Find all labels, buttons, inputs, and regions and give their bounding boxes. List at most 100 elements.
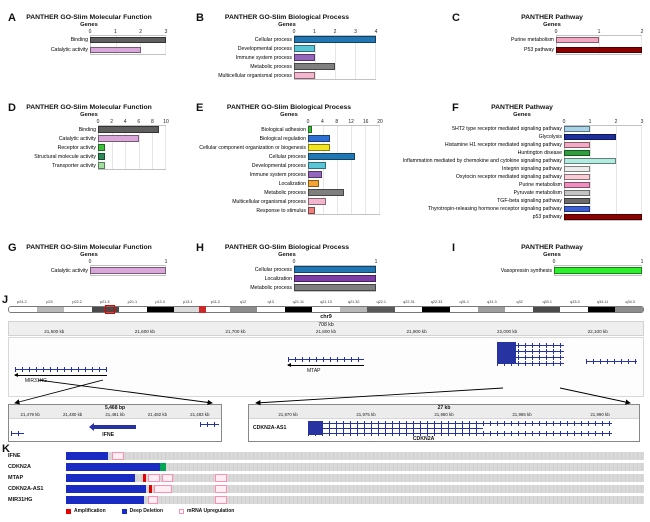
gene-label-cdkn2a-as1: CDKN2A-AS1 <box>252 425 287 431</box>
exon-cluster-block <box>497 342 517 363</box>
axis-tick: 1 <box>113 29 117 35</box>
bar-track <box>556 45 642 55</box>
bar-track <box>564 157 642 165</box>
axis-tick: 0 <box>306 119 310 125</box>
oncoprint-row: MIR31HG <box>8 496 644 504</box>
plot-area <box>564 125 642 221</box>
band-label: q22.33 <box>430 300 443 304</box>
chart-title: PANTHER GO-Slim Biological Process <box>226 104 352 111</box>
ruler-tick: 21,800 kb <box>315 329 337 334</box>
band-label: q21.13 <box>320 300 332 304</box>
bar-track <box>308 134 380 143</box>
bar-p53-pathway <box>556 46 642 54</box>
chart-row: Metabolic process <box>196 283 378 292</box>
scale-label: 708 kb <box>318 322 334 328</box>
oncoprint-track-cdkn2a <box>66 463 644 471</box>
bar-track <box>98 152 166 161</box>
mrna-upregulation-segment <box>161 474 174 482</box>
chromosome-ideogram <box>8 306 644 313</box>
chart-row: Metabolic process <box>196 62 378 71</box>
bar-thyrotropin-releasing-hormone-receptor-signaling-pathway <box>564 206 590 212</box>
axis-tick: 0 <box>292 259 296 265</box>
axis-label-genes: Genes <box>543 252 561 258</box>
bar-immune-system-process <box>294 54 315 61</box>
chart-row: Catalytic activity <box>10 265 168 276</box>
bar-track <box>98 143 166 152</box>
bar-structural-molecule-activity <box>98 153 105 160</box>
ideogram-band <box>532 307 561 312</box>
panel-letter-k: K <box>2 443 10 455</box>
axis-label-genes: Genes <box>543 22 561 28</box>
category-label: Developmental process <box>251 162 306 169</box>
mrna-upregulation-segment <box>148 474 160 482</box>
chart-row: Structural molecule activity <box>10 152 168 161</box>
gene-label-cdkn2a: CDKN2A <box>412 436 435 442</box>
ideogram-band <box>36 307 65 312</box>
band-label: q21.11 <box>292 300 305 304</box>
axis-tick: 2 <box>614 119 618 125</box>
bar-multicellular-organismal-process <box>308 198 326 205</box>
axis-label-genes: Genes <box>280 112 298 118</box>
zoom-ruler-tick: 21,482 kb <box>147 412 168 417</box>
ideogram-band <box>201 307 230 312</box>
chart-row: Cellular process <box>196 35 378 44</box>
axis-tick: 3 <box>354 29 357 35</box>
bar-developmental-process <box>308 162 326 169</box>
ideogram-band <box>284 307 313 312</box>
axis-label-genes: Genes <box>278 252 296 258</box>
mrna-upregulation-segment <box>215 474 227 482</box>
category-label: Oxytocin receptor mediated signaling pat… <box>455 174 562 180</box>
chart-row: Catalytic activity <box>10 134 168 143</box>
chart-row: Biological adhesion <box>196 125 382 134</box>
bar-track <box>294 62 376 71</box>
ideogram-band <box>9 307 37 312</box>
bar-immune-system-process <box>308 171 323 178</box>
axis-tick: 4 <box>123 119 127 125</box>
category-label: Immune system process <box>249 171 306 178</box>
ideogram-band <box>505 307 533 312</box>
panel-letter-j: J <box>2 294 9 306</box>
mrna-upregulation-segment <box>215 485 227 493</box>
band-label: p24.2 <box>17 300 27 304</box>
chart-title: PANTHER GO-Slim Molecular Function <box>26 14 152 21</box>
gene-direction-arrow <box>14 373 108 377</box>
transcript-line <box>307 421 612 426</box>
chart-row: Cellular process <box>196 152 382 161</box>
category-label: Purine metabolism <box>519 182 562 188</box>
oncoprint-track-mir31hg <box>66 496 644 504</box>
oncoprint-row: MTAP <box>8 474 644 482</box>
bar-track <box>564 213 642 221</box>
band-label: q22.1 <box>376 300 387 304</box>
ideogram-band <box>367 307 395 312</box>
band-label: q12 <box>239 300 247 304</box>
axis-tick: 0 <box>554 29 558 35</box>
oncoprint-row: CDKN2A <box>8 463 644 471</box>
band-label: q22.31 <box>403 300 415 304</box>
ideogram-band <box>477 307 506 312</box>
chart-row: Localization <box>196 274 378 283</box>
axis-tick: 1 <box>588 119 592 125</box>
chart-row: Immune system process <box>196 170 382 179</box>
bar-response-to-stimulus <box>308 207 316 214</box>
category-label: Metabolic process <box>264 189 306 196</box>
bar-localization <box>308 180 319 187</box>
panel-letter-f: F <box>452 102 459 114</box>
legend-label: Amplification <box>74 508 106 514</box>
panel-g-chart: PANTHER GO-Slim Molecular Function Genes… <box>10 243 168 276</box>
bar-track <box>90 35 166 45</box>
panel-h-chart: PANTHER GO-Slim Biological Process Genes… <box>196 243 378 292</box>
zoom-ruler-tick: 21,481 kb <box>105 412 125 417</box>
bar-track <box>308 197 380 206</box>
axis-tick: 3 <box>164 29 168 35</box>
axis-tick: 1 <box>313 29 316 35</box>
category-label: P53 pathway <box>524 47 554 53</box>
bar-track <box>90 45 166 55</box>
bar-metabolic-process <box>294 63 335 70</box>
category-label: Cellular component organization or bioge… <box>199 144 306 151</box>
